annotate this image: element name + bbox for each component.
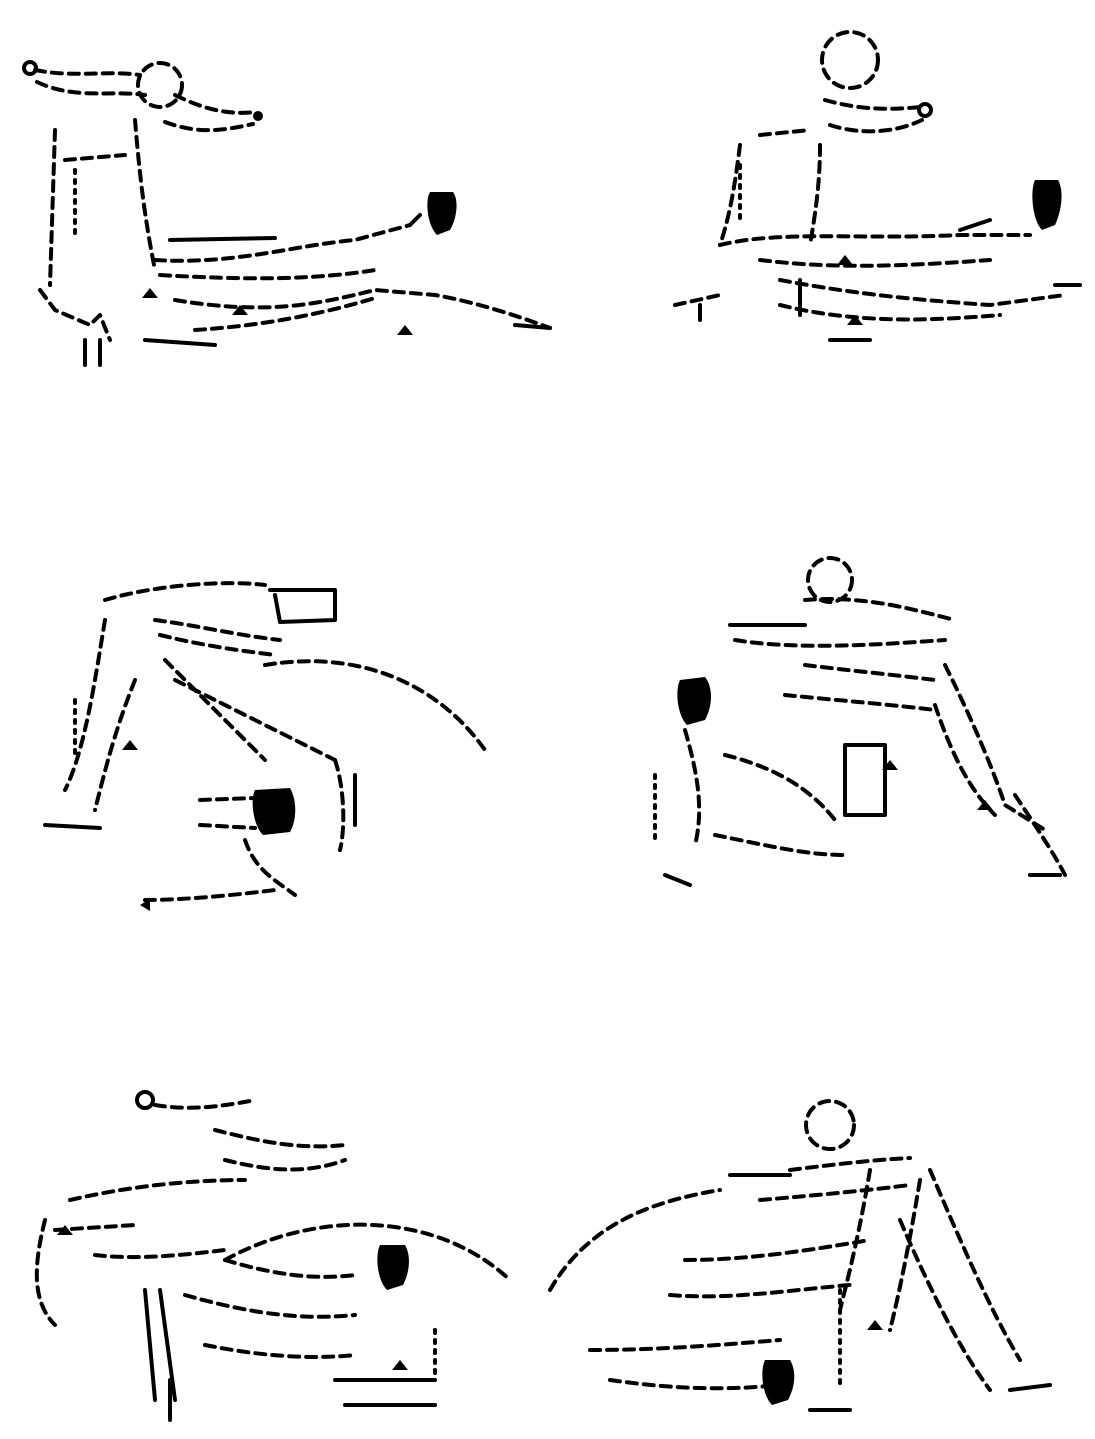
exercise-panel-5 — [15, 1080, 535, 1430]
exercise-panel-1 — [15, 40, 560, 370]
exercise-panel-6 — [530, 1090, 1075, 1435]
figure-drawing — [35, 560, 495, 920]
exercise-panel-2 — [660, 15, 1090, 360]
figure-drawing — [660, 15, 1090, 360]
exercise-panel-4 — [635, 555, 1085, 915]
figure-drawing — [635, 555, 1085, 915]
exercise-panel-3 — [35, 560, 495, 920]
figure-drawing — [530, 1090, 1075, 1435]
figure-drawing — [15, 40, 560, 370]
figure-drawing — [15, 1080, 535, 1430]
